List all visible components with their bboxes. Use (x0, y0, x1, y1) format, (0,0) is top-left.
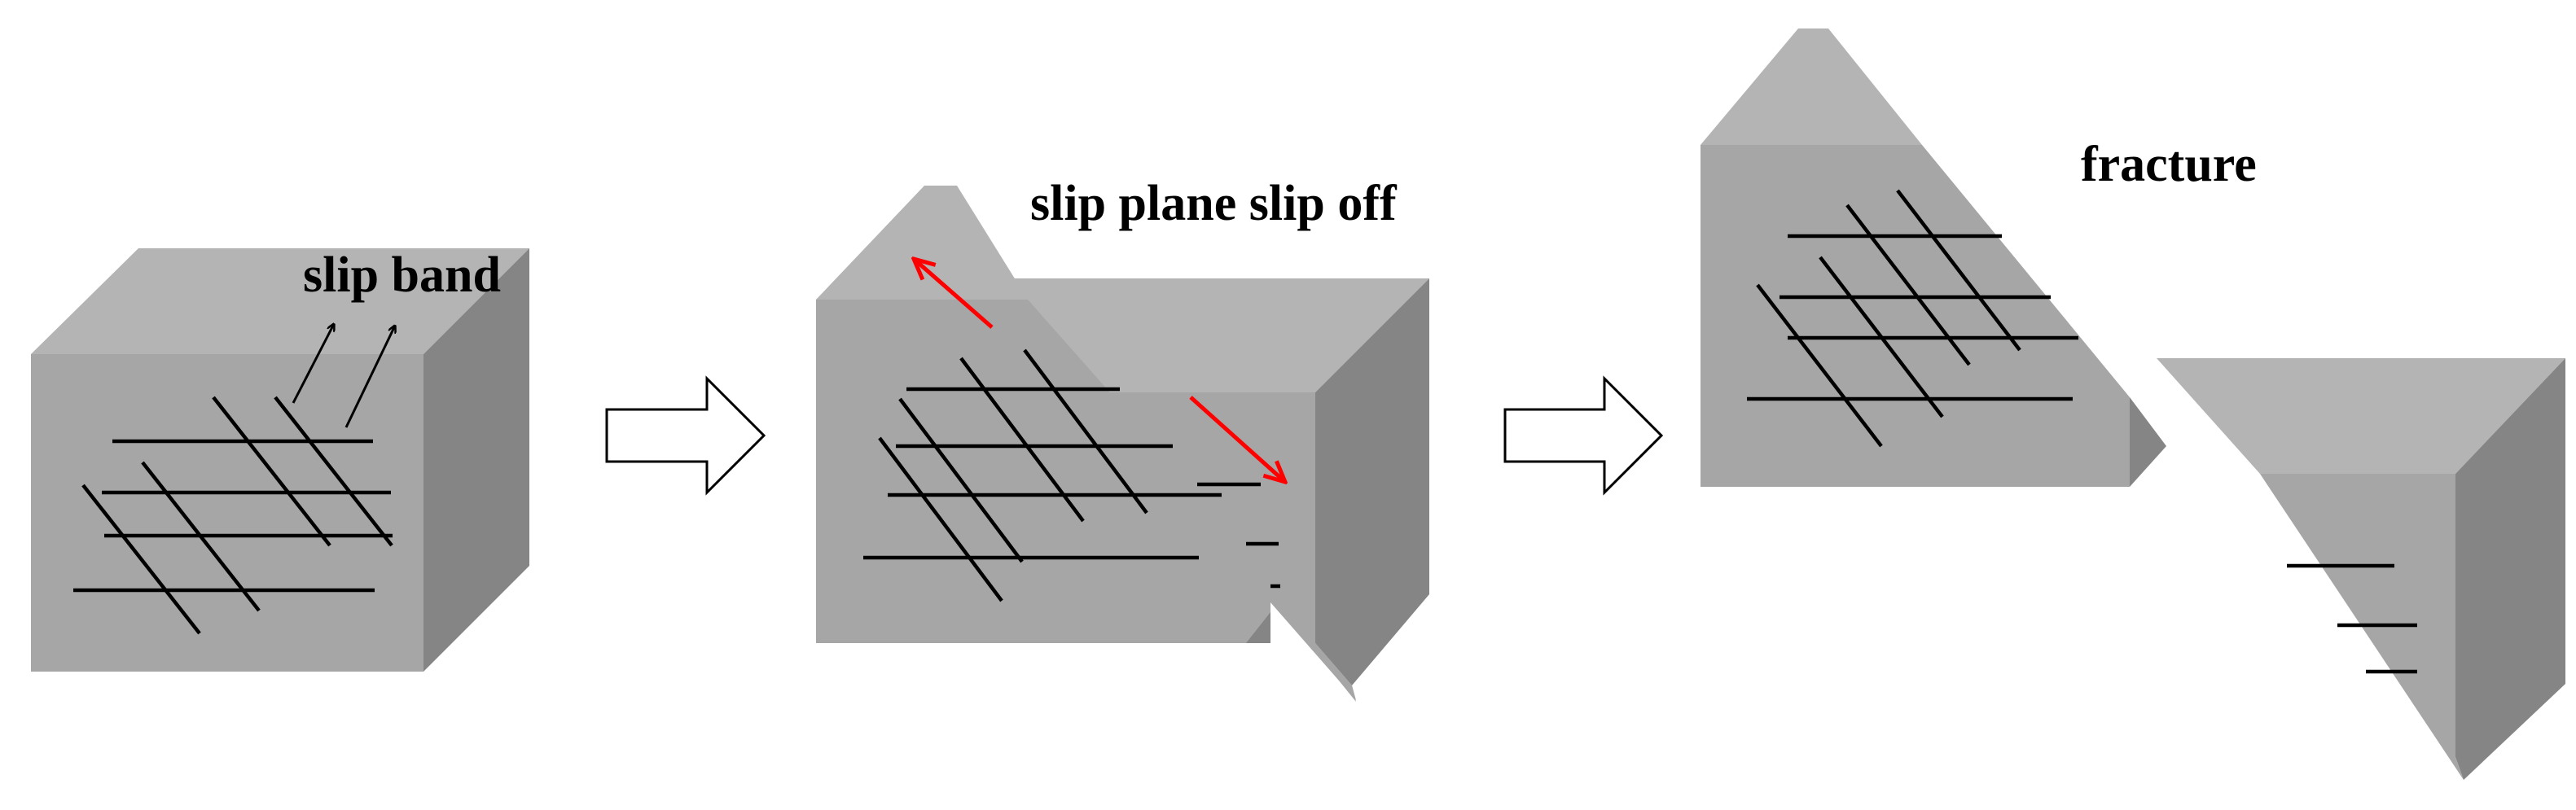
lower-block-top-face (816, 186, 1028, 300)
slip-band-grid-moved (863, 348, 1222, 602)
upper-piece-front-face (1701, 145, 2130, 487)
lower-piece-side-face (2455, 358, 2565, 780)
slip-direction-arrow-down (1189, 396, 1285, 482)
slip-plane-slip-off-label: slip plane slip off (1030, 176, 1398, 231)
cube-top-face (31, 248, 529, 354)
slip-band-pointer-2 (344, 326, 395, 428)
lower-block-side-face (1246, 612, 1270, 643)
fractured-lower-piece (2157, 358, 2565, 780)
slip-band-label: slip band (303, 247, 501, 303)
cube-side-face (423, 248, 529, 672)
right-block-arrow-icon (1503, 375, 1664, 496)
slip-band-grid-fractured (1747, 189, 2078, 448)
fracture-label: fracture (2081, 137, 2257, 192)
cube-front-face (31, 354, 423, 672)
upper-block-side-face (1315, 278, 1429, 685)
slip-band-pointer-1 (292, 324, 334, 404)
slip-lines-lower-piece (2287, 563, 2417, 674)
upper-piece-side-face (2130, 397, 2166, 487)
right-block-arrow-icon (605, 375, 766, 496)
lower-piece-top-face (2157, 358, 2565, 474)
slip-direction-arrow-up (914, 259, 994, 329)
cube-intact (31, 248, 529, 672)
upper-piece-top-face (1701, 28, 1922, 145)
slip-band-grid (73, 396, 393, 635)
fractured-upper-piece (1701, 28, 2166, 487)
cube-slipping (816, 186, 1429, 702)
